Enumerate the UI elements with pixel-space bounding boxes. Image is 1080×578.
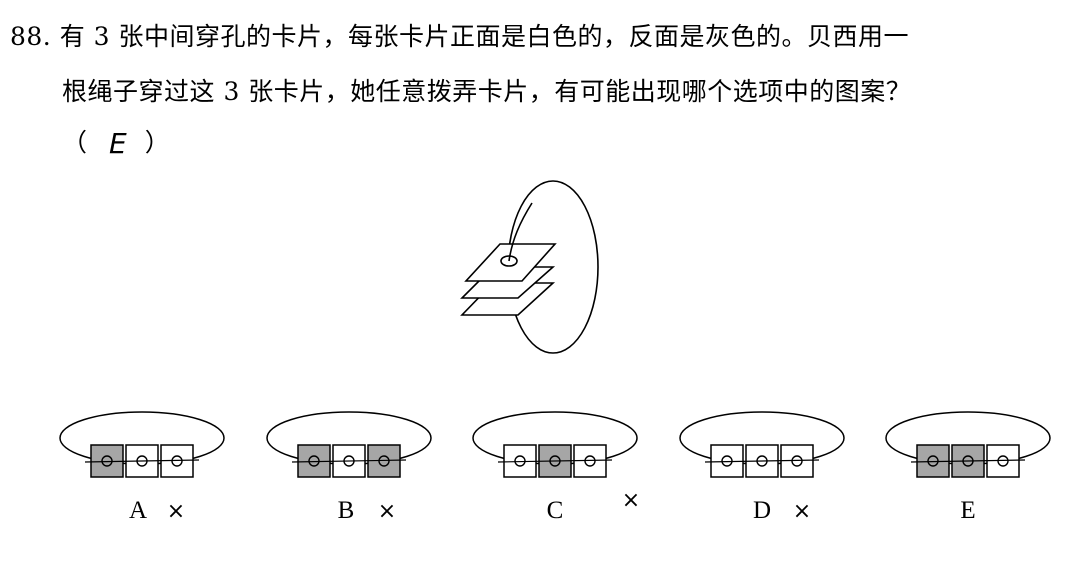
option-e: E: [885, 411, 1051, 524]
thread-line: [704, 459, 820, 463]
main-illustration: [460, 180, 599, 354]
option-d: D×: [679, 411, 845, 524]
option-b: B×: [266, 411, 432, 524]
question-line-1: 88. 有 3 张中间穿孔的卡片，每张卡片正面是白色的，反面是灰色的。贝西用一: [10, 22, 910, 51]
option-label: A: [129, 497, 147, 524]
card-hole: [500, 255, 518, 267]
thread-line: [497, 459, 613, 463]
cross-mark: ×: [622, 488, 640, 513]
options-row: A×B×C×D×E: [59, 411, 1051, 524]
card-top: [464, 243, 557, 282]
string-through-hole: [508, 202, 533, 262]
option-a: A×: [59, 411, 225, 524]
option-label: E: [960, 497, 975, 524]
cross-mark: ×: [167, 499, 185, 524]
option-label: B: [338, 497, 355, 524]
answer-paren-close: ）: [144, 128, 170, 157]
thread-line: [291, 459, 407, 463]
cross-mark: ×: [793, 499, 811, 524]
question-line-2: 根绳子穿过这 3 张卡片，她任意拨弄卡片，有可能出现哪个选项中的图案？: [62, 77, 912, 106]
cross-mark: ×: [378, 499, 396, 524]
thread-line: [84, 459, 200, 463]
answer-blank: （ E ）: [62, 130, 170, 158]
option-label: C: [547, 497, 564, 524]
option-label: D: [753, 497, 771, 524]
card-gray: [367, 444, 401, 478]
handwritten-answer: E: [109, 127, 127, 160]
thread-line: [910, 459, 1026, 463]
option-c: C×: [472, 411, 640, 524]
answer-paren-open: （: [62, 128, 88, 157]
